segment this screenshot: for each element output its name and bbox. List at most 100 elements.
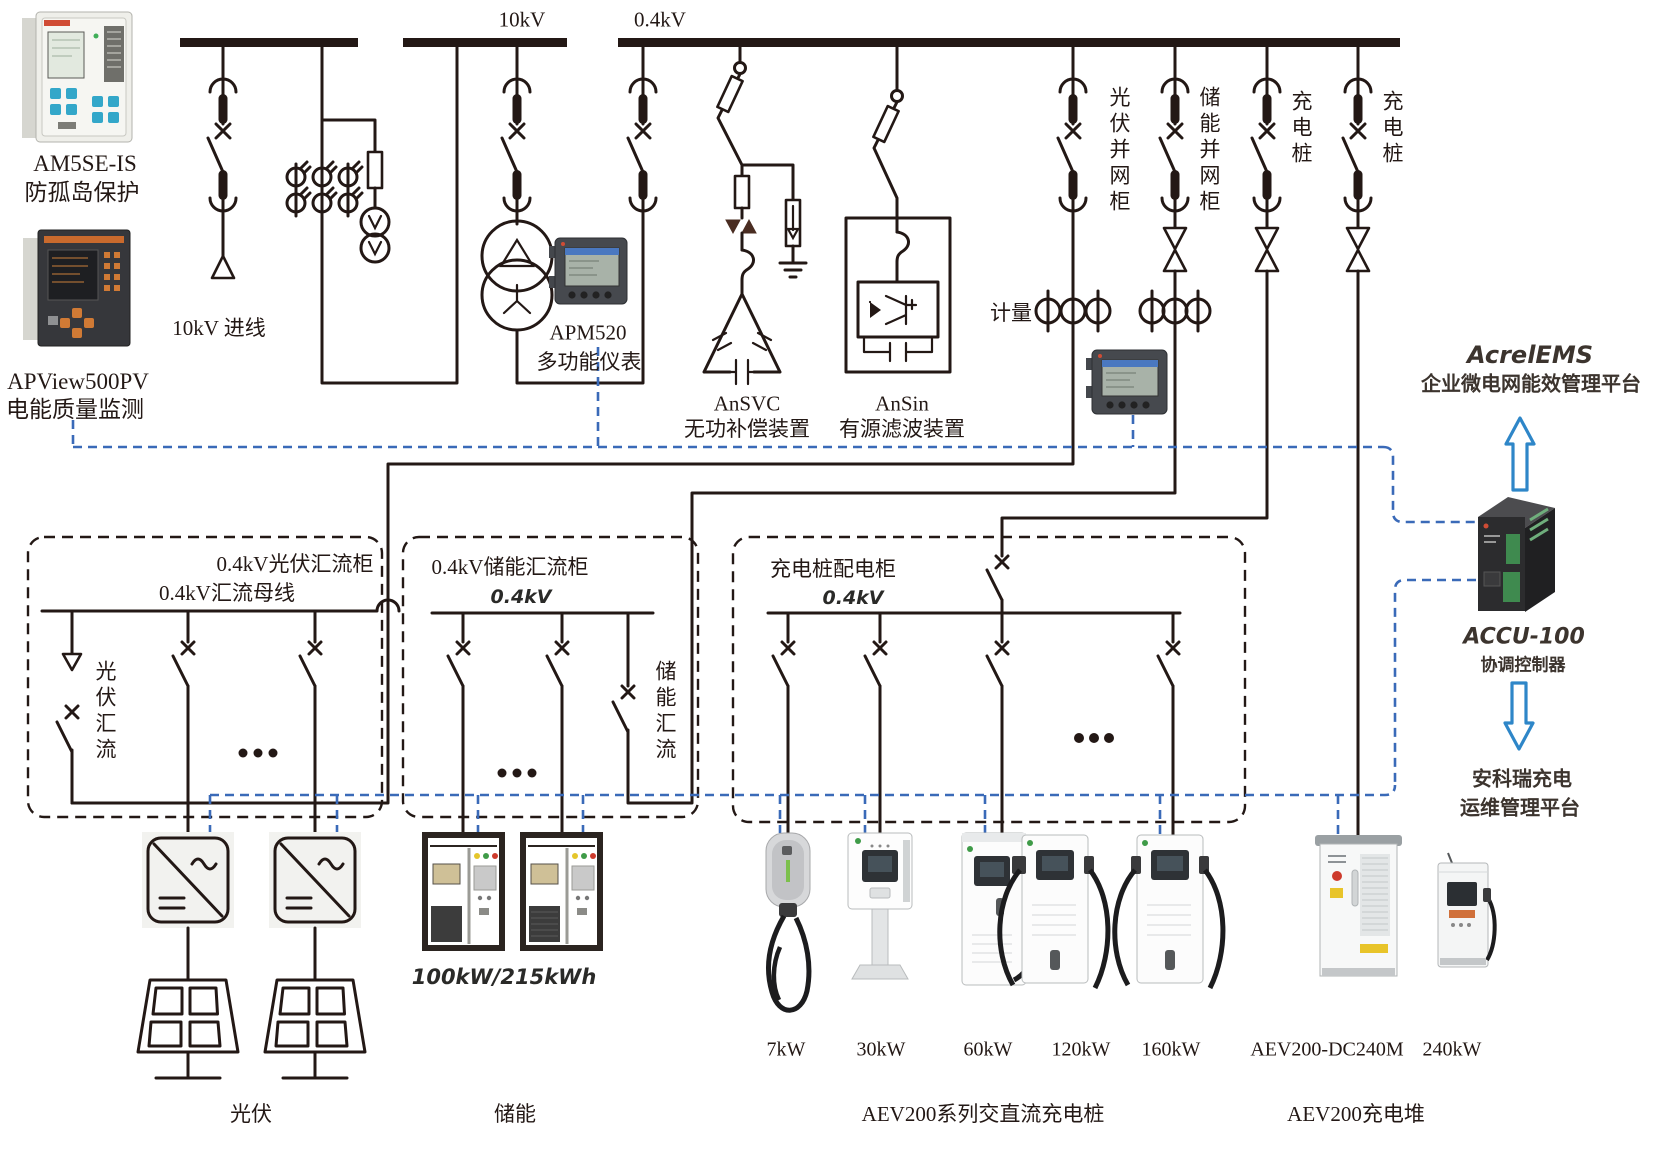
contactor-icon (740, 248, 755, 282)
solar-panel-icon (263, 978, 367, 1080)
apview-model-label: APView500PV (7, 369, 149, 394)
contactor-icon (895, 230, 910, 264)
arrow-up-icon (1504, 416, 1536, 492)
pv-combiner-box (26, 535, 384, 819)
ess-box-bus-label: 0.4kV (490, 586, 552, 608)
ansvc-branch (702, 45, 808, 386)
charge-platform-line1: 安科瑞充电 (1472, 766, 1572, 791)
metering-ct-icon (1084, 289, 1112, 333)
ansvc-model-label: AnSVC (713, 391, 781, 416)
charger-box-internals (766, 611, 1182, 840)
circuit-breaker-icon (206, 76, 238, 213)
ess-branch-label: 储能汇流 (653, 660, 677, 764)
pv-inverter-icon (269, 832, 361, 928)
metering-ct-icon (1059, 289, 1087, 333)
feeder-ess-grid (626, 45, 1212, 805)
charger-distribution-box (731, 535, 1247, 824)
incoming-arrow-icon (210, 254, 236, 280)
charger-series-caption: AEV200系列交直流充电桩 (861, 1102, 1105, 1126)
fuse-icon (716, 74, 744, 114)
flow-arrow-icon (61, 652, 83, 672)
switch-icon (771, 640, 796, 688)
circuit-breaker-icon (626, 76, 658, 213)
switch-icon (545, 640, 570, 688)
charging-dispenser-photo (1437, 852, 1497, 968)
ess-box-title: 0.4kV储能汇流柜 (431, 555, 589, 579)
ess-combiner-box (401, 535, 700, 819)
pv-cabinet-label: 光伏并网柜 (1107, 86, 1131, 216)
circuit-breaker-icon (500, 76, 532, 213)
am5se-device-photo (22, 11, 133, 143)
ansin-branch (844, 45, 952, 374)
ct-icon (337, 160, 364, 192)
metering-ct-icon (1138, 289, 1166, 333)
ess-combiner-internals (430, 611, 655, 840)
ground-icon (778, 261, 808, 279)
ansin-model-label: AnSin (875, 391, 929, 416)
incoming-feeder-label: 10kV 进线 (172, 316, 266, 340)
fuse-icon (366, 150, 384, 190)
capacitor-icon (862, 335, 934, 363)
am5se-model-label: AM5SE-IS (33, 151, 137, 176)
pv-box-title: 0.4kV光伏汇流柜 (216, 552, 374, 576)
pv-combiner-internals (40, 598, 401, 840)
bus-04kv (618, 38, 1400, 47)
fuse-icon (733, 174, 751, 210)
bus-10kv (403, 38, 567, 47)
charging-stack-caption: AEV200充电堆 (1287, 1102, 1425, 1126)
circuit-breaker-icon (1056, 76, 1088, 213)
bus-04kv-label: 0.4kV (634, 7, 686, 32)
rating-60kw: 60kW (963, 1038, 1013, 1061)
switch-icon (171, 640, 196, 688)
pv-branch-label: 光伏汇流 (93, 660, 117, 764)
charge-box-title: 充电桩配电柜 (770, 557, 896, 581)
charging-stack-cabinet-photo (1315, 835, 1402, 977)
switch-icon (863, 640, 888, 688)
charger-120kw-photo (997, 834, 1111, 990)
bus-10kv-label: 10kV (498, 7, 546, 32)
comm-bus-bottom (208, 784, 1397, 835)
metering-meter-photo (1086, 349, 1168, 415)
feeder-10kv-incoming (206, 45, 238, 280)
pv-caption: 光伏 (230, 1102, 272, 1126)
rating-30kw: 30kW (856, 1038, 906, 1061)
metering-ct-icon (1161, 289, 1189, 333)
apview-desc-label: 电能质量监测 (6, 397, 144, 422)
capacitor-delta-icon (702, 292, 782, 374)
accu-model-label: ACCU-100 (1463, 624, 1585, 650)
apm520-meter-photo (549, 237, 628, 305)
rating-dc240m: AEV200-DC240M (1250, 1038, 1404, 1061)
charger1-feeder-label: 充电桩 (1289, 90, 1313, 168)
apview500pv-device-photo (23, 229, 131, 347)
plug-connector-icon (1254, 226, 1280, 273)
battery-cabinet-photo (520, 832, 603, 951)
switch-icon (298, 640, 323, 688)
thyristor-icon (725, 218, 757, 235)
vt-icon (359, 206, 391, 238)
feeder-charger-2 (1341, 45, 1373, 840)
circuit-breaker-icon (1250, 76, 1282, 213)
switch-icon (985, 554, 1010, 602)
ct-icon (311, 186, 338, 218)
charger-160kw-photo (1112, 834, 1226, 990)
accu-desc-label: 协调控制器 (1480, 655, 1566, 676)
ems-platform-title: AcrelEMS (1467, 341, 1593, 369)
igbt-bridge-icon (856, 280, 940, 339)
transformer-icon (480, 219, 554, 293)
metering-ct-icon (1184, 289, 1212, 333)
ansin-desc-label: 有源滤波装置 (839, 417, 965, 441)
battery-cabinet-photo (422, 832, 505, 951)
comm-bus-top (71, 347, 1476, 785)
fuse-icon (872, 104, 900, 144)
charger-7kw-photo (765, 832, 812, 1013)
charger2-feeder-label: 充电桩 (1380, 90, 1404, 168)
metering-ct-icon (1034, 289, 1062, 333)
apm520-desc-label: 多功能仪表 (536, 350, 642, 374)
ems-platform-subtitle: 企业微电网能效管理平台 (1421, 371, 1641, 396)
am5se-desc-label: 防孤岛保护 (24, 180, 140, 205)
rating-7kw: 7kW (766, 1038, 806, 1061)
ct-icon (285, 160, 312, 192)
switch-icon (1156, 640, 1181, 688)
